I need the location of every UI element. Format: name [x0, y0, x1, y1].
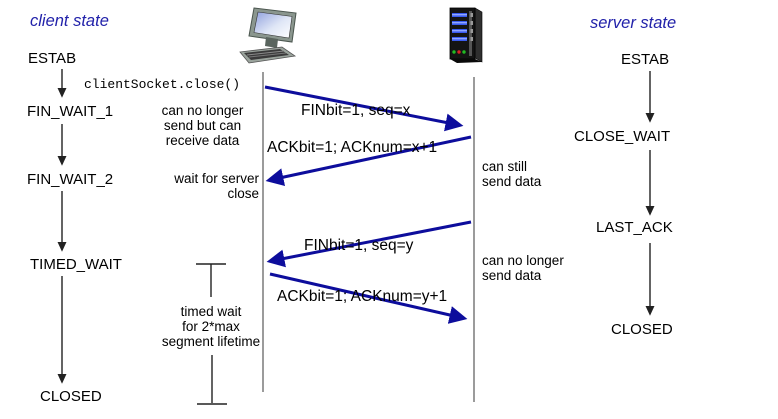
desktop-computer-icon: [239, 7, 297, 64]
client-state-fin-wait-2: FIN_WAIT_2: [27, 171, 114, 188]
message-label-fin-x: FINbit=1, seq=x: [301, 102, 411, 119]
annotation-can-still-send: can still send data: [482, 159, 542, 189]
annotation-timed-wait-lifetime: timed wait for 2*max segment lifetime: [161, 304, 261, 349]
server-state-estab: ESTAB: [621, 51, 670, 68]
server-state-title: server state: [590, 14, 677, 32]
client-state-timed-wait: TIMED_WAIT: [30, 256, 122, 273]
client-state-fin-wait-1: FIN_WAIT_1: [27, 103, 114, 120]
annotation-can-no-longer-send-server: can no longer send data: [482, 253, 564, 283]
server-tower-icon: [449, 7, 483, 63]
client-socket-close-call: clientSocket.close(): [84, 77, 241, 92]
client-state-estab: ESTAB: [28, 50, 77, 67]
server-state-close-wait: CLOSE_WAIT: [574, 128, 671, 145]
annotation-can-no-longer-send: can no longer send but can receive data: [161, 103, 244, 148]
message-label-ack-y: ACKbit=1; ACKnum=y+1: [277, 288, 448, 305]
client-state-title: client state: [30, 12, 109, 30]
client-state-closed: CLOSED: [40, 388, 102, 405]
server-state-last-ack: LAST_ACK: [596, 219, 673, 236]
message-label-fin-y: FINbit=1, seq=y: [304, 237, 414, 254]
message-label-ack-x: ACKbit=1; ACKnum=x+1: [267, 139, 438, 156]
server-state-closed: CLOSED: [611, 321, 673, 338]
annotation-wait-for-server-close: wait for server close: [174, 171, 259, 201]
